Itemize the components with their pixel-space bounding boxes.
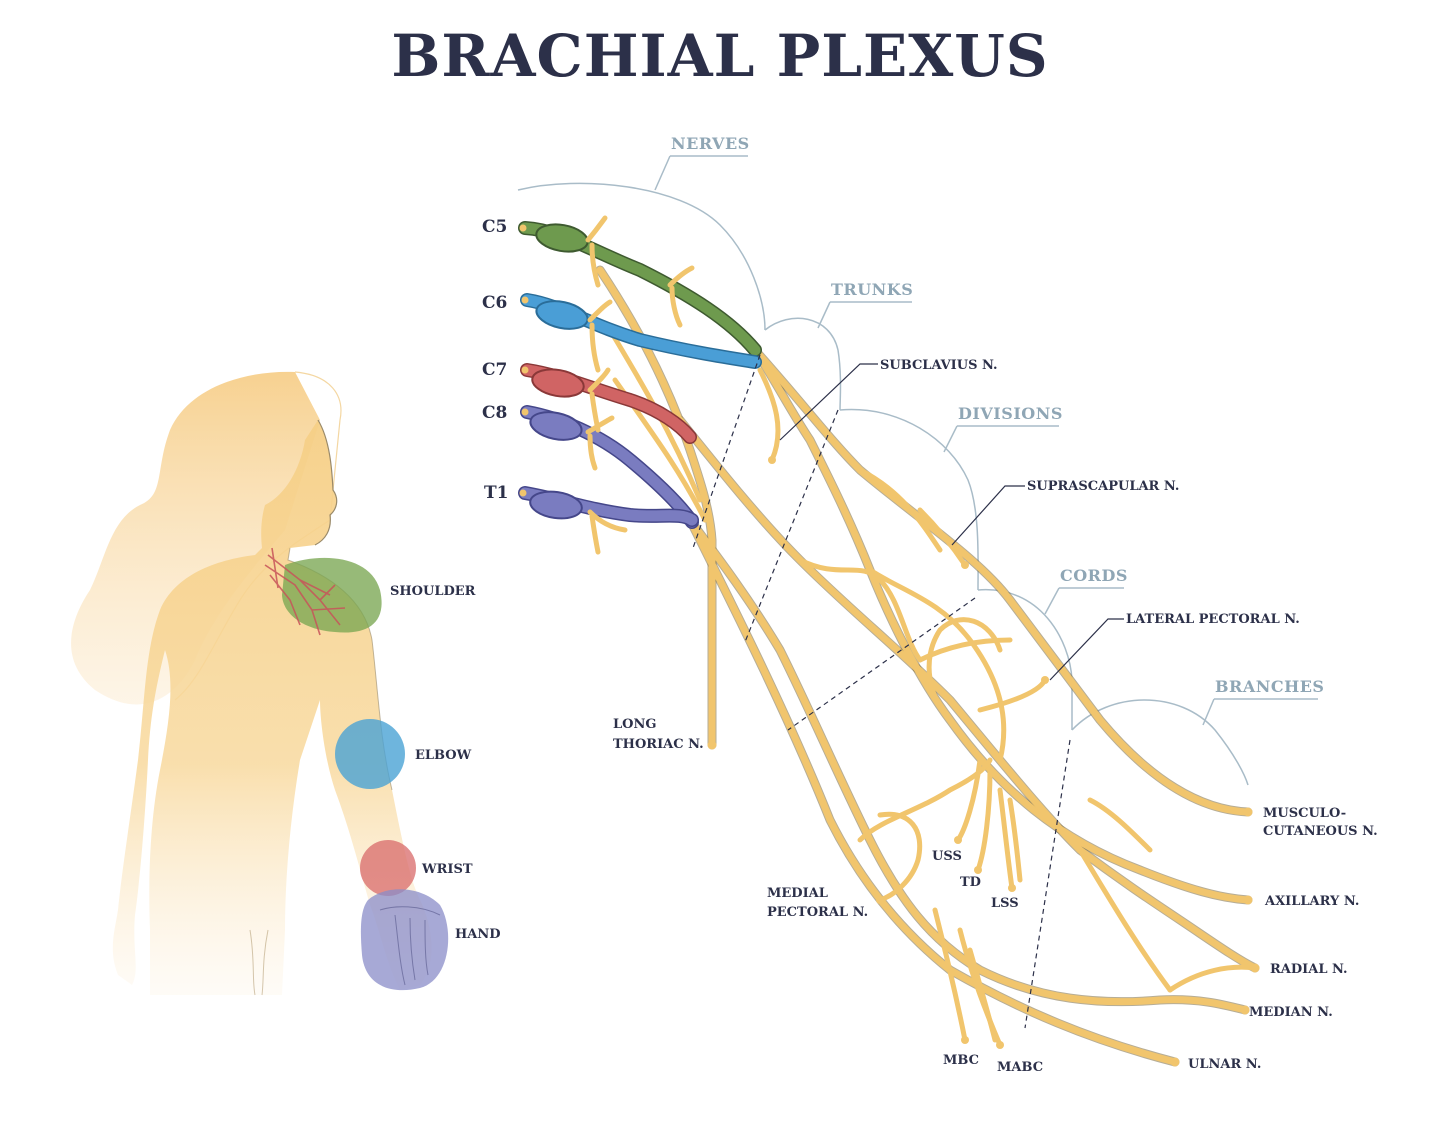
- section-cords: CORDS: [1060, 566, 1128, 585]
- mabc-label: MABC: [997, 1060, 1043, 1075]
- section-branches: BRANCHES: [1215, 677, 1324, 696]
- long-thoracic-label-1: LONG: [613, 717, 656, 732]
- page-title: BRACHIAL PLEXUS: [391, 22, 1048, 90]
- section-divisions: DIVISIONS: [958, 404, 1063, 423]
- radial-label: RADIAL N.: [1270, 962, 1348, 977]
- root-t1-label: T1: [484, 483, 508, 503]
- plexus-nerves: [595, 265, 1260, 1067]
- axillary-label: AXILLARY N.: [1264, 894, 1359, 909]
- root-c8-label: C8: [482, 403, 507, 423]
- lss-label: LSS: [991, 896, 1019, 911]
- root-c6-label: C6: [482, 293, 507, 313]
- lateral-pectoral-label: LATERAL PECTORAL N.: [1126, 612, 1300, 627]
- subclavius-label: SUBCLAVIUS N.: [880, 358, 998, 373]
- mbc-label: MBC: [943, 1053, 979, 1068]
- section-arcs: [517, 182, 1249, 786]
- musculocutaneous-label-2: CUTANEOUS N.: [1263, 824, 1378, 839]
- root-c5-label: C5: [482, 217, 507, 237]
- ulnar-label: ULNAR N.: [1188, 1057, 1261, 1072]
- wrist-label: WRIST: [421, 862, 473, 877]
- medial-pectoral-label-2: PECTORAL N.: [767, 905, 868, 920]
- hand-region: [360, 889, 449, 991]
- division-boundaries: [692, 354, 1071, 1029]
- shoulder-region: [282, 557, 382, 633]
- td-label: TD: [960, 875, 981, 890]
- hand-label: HAND: [455, 927, 501, 942]
- wrist-region: [360, 840, 416, 896]
- musculocutaneous-label-1: MUSCULO-: [1263, 806, 1346, 821]
- suprascapular-label: SUPRASCAPULAR N.: [1027, 479, 1179, 494]
- section-trunks: TRUNKS: [831, 280, 913, 299]
- shoulder-label: SHOULDER: [390, 584, 476, 599]
- root-c7-label: C7: [482, 360, 507, 380]
- section-headings: NERVES TRUNKS DIVISIONS CORDS BRANCHES: [654, 134, 1324, 726]
- elbow-label: ELBOW: [415, 748, 472, 763]
- nerve-endpoints: [519, 224, 1260, 1067]
- medial-pectoral-label-1: MEDIAL: [767, 886, 828, 901]
- shoulder-nerve-sketch: [264, 547, 346, 636]
- nerve-roots: [518, 215, 762, 555]
- elbow-region: [335, 719, 405, 789]
- hand-sketch: [379, 906, 441, 986]
- long-thoracic-label-2: THORIAC N.: [613, 737, 704, 752]
- section-nerves: NERVES: [671, 134, 750, 153]
- median-label: MEDIAN N.: [1249, 1005, 1333, 1020]
- leader-lines: [779, 363, 1124, 681]
- uss-label: USS: [932, 849, 962, 864]
